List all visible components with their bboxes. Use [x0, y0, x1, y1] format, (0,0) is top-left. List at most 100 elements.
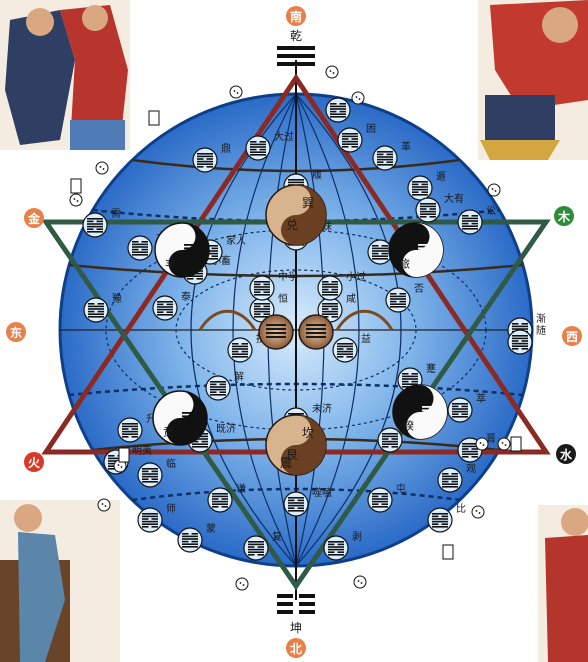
hexagram-ring — [284, 492, 308, 516]
hexagram-ring — [373, 146, 397, 170]
hexagram-ring — [338, 128, 362, 152]
badge-fire-text: 火 — [28, 456, 41, 470]
outer-dot-circle — [354, 576, 366, 588]
hexagram-label: 遯 — [436, 171, 446, 183]
hexagram-ring — [228, 338, 252, 362]
hexagram-ring — [178, 528, 202, 552]
badge-north-text: 北 — [290, 641, 302, 656]
hexagram-ring — [318, 276, 342, 300]
badge-metal-text: 金 — [27, 211, 41, 226]
hexagram-label: 履 — [312, 169, 322, 181]
hexagram-label: 随 — [536, 324, 546, 337]
outer-square — [149, 111, 159, 125]
yinyang-right-upper: 旅 — [389, 223, 443, 277]
hexagram-label: 中孚 — [278, 270, 298, 283]
badge-metal: 金 — [24, 208, 44, 228]
yinyang-right-lower: 睽 — [393, 385, 447, 439]
hexagram-label: 观 — [466, 463, 476, 475]
hexagram-ring — [368, 488, 392, 512]
hexagram-ring — [206, 376, 230, 400]
yinyang-bottom-core-left: 震 — [280, 456, 292, 470]
hexagram-label: 豫 — [112, 292, 122, 305]
hexagram-label: 萃 — [476, 393, 486, 405]
hexagram-label: 家人 — [226, 234, 246, 247]
core-left-hexagram — [259, 315, 293, 349]
hexagram-label: 复 — [272, 530, 282, 543]
yinyang-top-core-upper: 巽 — [302, 196, 314, 210]
yinyang-top-core-lower: 兑 — [286, 218, 298, 232]
figure-top-left — [0, 0, 130, 150]
outer-dot-circle — [472, 506, 484, 518]
hexagram-label: 蹇 — [426, 362, 436, 375]
badge-fire: 火 — [24, 452, 44, 472]
outer-dot-circle — [98, 499, 110, 511]
yinyang-left-lower: 贲 — [153, 391, 207, 445]
hexagram-ring — [448, 398, 472, 422]
outer-square — [443, 545, 453, 559]
yinyang-left-lower-label: 贲 — [163, 426, 174, 439]
hexagram-label: 讼 — [486, 205, 496, 217]
hexagram-ring — [408, 176, 432, 200]
outer-dot-circle — [70, 194, 82, 206]
hexagram-label: 革 — [401, 140, 411, 153]
hexagram-ring — [83, 213, 107, 237]
trigram-qian — [277, 46, 315, 66]
hexagram-label: 大过 — [274, 130, 294, 143]
outer-dot-circle — [476, 438, 488, 450]
hexagram-ring — [438, 468, 462, 492]
badge-wood: 木 — [554, 206, 574, 226]
hexagram-ring — [508, 330, 532, 354]
hexagram-label: 既济 — [216, 422, 236, 435]
hexagram-label: 师 — [166, 502, 176, 515]
hexagram-label: 噬嗑 — [312, 486, 332, 499]
figure-bottom-right — [538, 505, 588, 662]
yinyang-left-upper: 丰 — [155, 223, 209, 277]
yinyang-right-lower-label: 睽 — [403, 420, 414, 433]
yinyang-bottom-core: 坎艮震 — [266, 415, 326, 475]
badge-water: 水 — [556, 444, 576, 464]
yinyang-top-core: 巽兑 — [266, 185, 326, 245]
hexagram-label: 蒙 — [206, 522, 216, 535]
hexagram-label: 未济 — [312, 402, 332, 415]
hexagram-ring — [416, 198, 440, 222]
figure-top-right — [478, 0, 588, 160]
outer-dot-circle — [488, 184, 500, 196]
hexagram-label: 咸 — [346, 293, 356, 305]
hexagram-label: 泰 — [181, 290, 191, 303]
hexagram-label: 剥 — [352, 531, 362, 543]
hexagram-ring — [386, 288, 410, 312]
hexagram-label: 大有 — [444, 192, 464, 205]
badge-east: 东 — [6, 322, 26, 342]
hexagram-label: 解 — [234, 370, 244, 383]
hexagram-ring — [128, 236, 152, 260]
hexagram-label: 鼎 — [221, 143, 231, 155]
hexagram-ring — [153, 296, 177, 320]
trigram-kun-label: 坤 — [290, 620, 302, 635]
hexagram-ring — [324, 536, 348, 560]
hexagram-label: 益 — [361, 332, 371, 345]
badge-west-text: 西 — [566, 330, 578, 344]
hexagram-ring — [244, 536, 268, 560]
hexagram-label: 明夷 — [132, 444, 152, 457]
hexagram-ring — [250, 276, 274, 300]
outer-dot-circle — [352, 92, 364, 104]
badge-east-text: 东 — [10, 325, 22, 340]
hexagram-label: 小过 — [346, 270, 366, 283]
badge-wood-text: 木 — [557, 209, 571, 224]
hexagram-label: 屯 — [396, 482, 406, 495]
hexagram-ring — [138, 508, 162, 532]
yinyang-left-upper-label: 丰 — [165, 258, 176, 271]
hexagram-ring — [246, 136, 270, 160]
hexagram-ring — [458, 210, 482, 234]
hexagram-ring — [193, 148, 217, 172]
outer-square — [511, 437, 521, 451]
hexagram-ring — [378, 428, 402, 452]
outer-dot-circle — [498, 438, 510, 450]
hexagram-label: 需 — [111, 208, 121, 220]
badge-south: 南 — [286, 6, 306, 26]
hexagram-label: 谦 — [236, 482, 246, 495]
hexagram-ring — [208, 488, 232, 512]
trigram-qian-label: 乾 — [290, 29, 302, 43]
